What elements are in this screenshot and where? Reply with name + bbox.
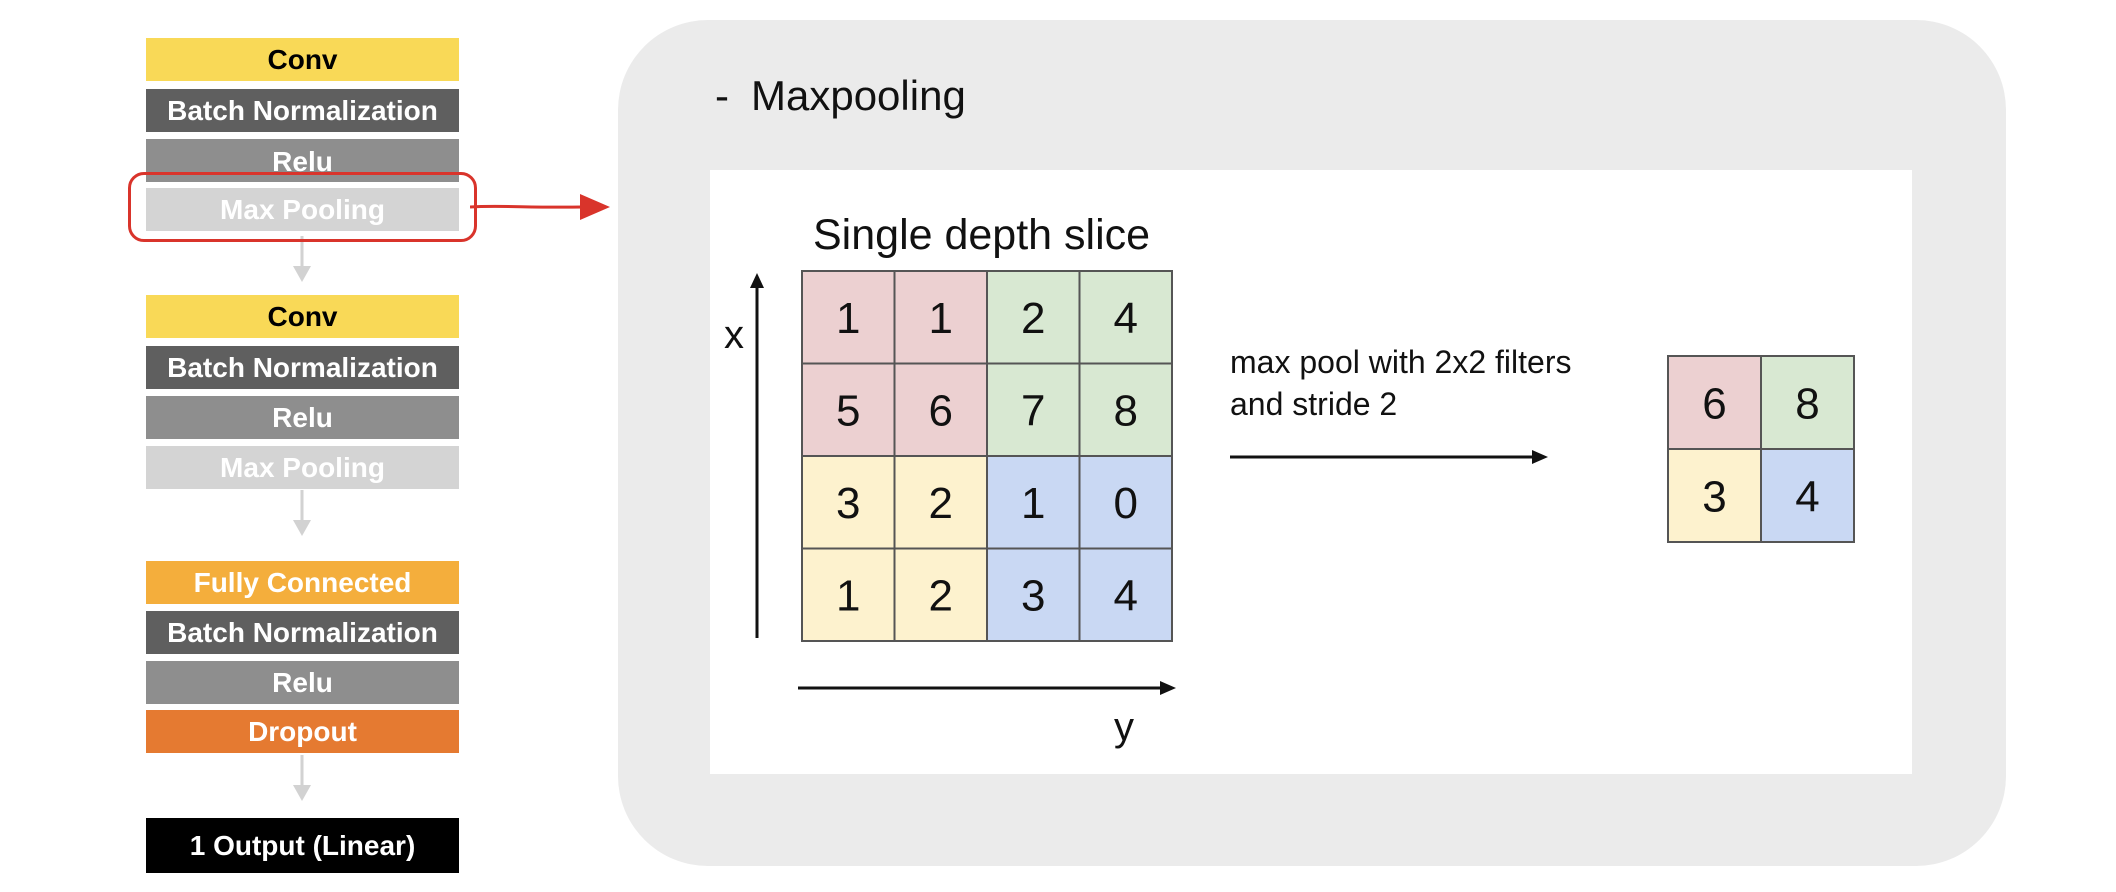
layer-conv-1: Conv (146, 38, 459, 81)
maxpool-highlight-outline (128, 172, 477, 242)
input-grid-cell-value: 1 (1021, 479, 1045, 528)
input-grid-cell-value: 4 (1114, 294, 1138, 343)
input-grid-cell (801, 455, 896, 550)
red-pointer-arrow-icon (470, 194, 610, 220)
layer-conv-2: Conv (146, 295, 459, 338)
layer-batchnorm-3: Batch Normalization (146, 611, 459, 654)
input-grid-cell-value: 7 (1021, 387, 1045, 436)
layer-output: 1 Output (Linear) (146, 818, 459, 873)
panel-title: -Maxpooling (715, 72, 966, 120)
horizontal-axis-arrowhead-icon (1160, 681, 1176, 695)
input-grid-cell (801, 547, 896, 642)
input-grid-cell (986, 270, 1081, 365)
layer-batchnorm-2: Batch Normalization (146, 346, 459, 389)
input-grid-cell-value: 4 (1114, 572, 1138, 621)
flow-arrow-2 (293, 490, 311, 536)
output-grid-cell-value: 8 (1795, 379, 1819, 428)
input-grid-cell (801, 362, 896, 457)
input-grid-cell-value: 2 (929, 479, 953, 528)
panel-title-text: Maxpooling (751, 72, 966, 119)
input-grid-cell (986, 455, 1081, 550)
input-grid-cell-value: 5 (836, 387, 860, 436)
input-grid-cell (986, 547, 1081, 642)
input-grid-cell (893, 547, 988, 642)
input-grid-cell-value: 1 (836, 572, 860, 621)
input-grid-cell-value: 0 (1114, 479, 1138, 528)
input-grid: 1 1 2 4 5 6 7 8 3 2 1 0 1 2 3 4 (801, 270, 1173, 642)
input-grid-cell (893, 270, 988, 365)
input-grid-cell (893, 362, 988, 457)
slice-title: Single depth slice (813, 211, 1150, 259)
output-grid-cell-value: 4 (1795, 472, 1819, 521)
layer-dropout: Dropout (146, 710, 459, 753)
output-grid: 6 8 3 4 (1667, 355, 1855, 543)
layer-maxpool-2: Max Pooling (146, 446, 459, 489)
input-grid-cell (1078, 270, 1173, 365)
layer-relu-2: Relu (146, 396, 459, 439)
input-grid-cell-value: 2 (1021, 294, 1045, 343)
layer-fully-connected: Fully Connected (146, 561, 459, 604)
input-grid-cell-value: 1 (929, 294, 953, 343)
output-grid-cell-value: 3 (1702, 472, 1726, 521)
input-grid-cell-value: 3 (836, 479, 860, 528)
input-grid-cell-value: 6 (929, 387, 953, 436)
input-grid-cell-value: 3 (1021, 572, 1045, 621)
flow-arrow-3 (293, 755, 311, 801)
y-axis-label: y (1114, 705, 1134, 749)
x-axis-label: x (724, 313, 744, 357)
flow-arrow-1 (293, 236, 311, 282)
input-grid-cell (801, 270, 896, 365)
layer-batchnorm-1: Batch Normalization (146, 89, 459, 132)
vertical-axis-arrowhead-icon (750, 273, 764, 288)
layer-maxpool-1: Max Pooling (146, 188, 459, 231)
input-grid-cell-value: 2 (929, 572, 953, 621)
operation-text-line-2: and stride 2 (1230, 386, 1397, 422)
operation-arrowhead-icon (1532, 450, 1548, 464)
output-grid-cell (1667, 448, 1762, 543)
output-grid-cell-value: 6 (1702, 379, 1726, 428)
output-grid-cell (1760, 355, 1855, 450)
layer-relu-3: Relu (146, 661, 459, 704)
bullet-dash: - (715, 72, 729, 119)
input-grid-cell (1078, 547, 1173, 642)
input-grid-cell-value: 8 (1114, 387, 1138, 436)
output-grid-cell (1760, 448, 1855, 543)
output-grid-cell (1667, 355, 1762, 450)
input-grid-cell-value: 1 (836, 294, 860, 343)
operation-text-line-1: max pool with 2x2 filters (1230, 344, 1571, 380)
